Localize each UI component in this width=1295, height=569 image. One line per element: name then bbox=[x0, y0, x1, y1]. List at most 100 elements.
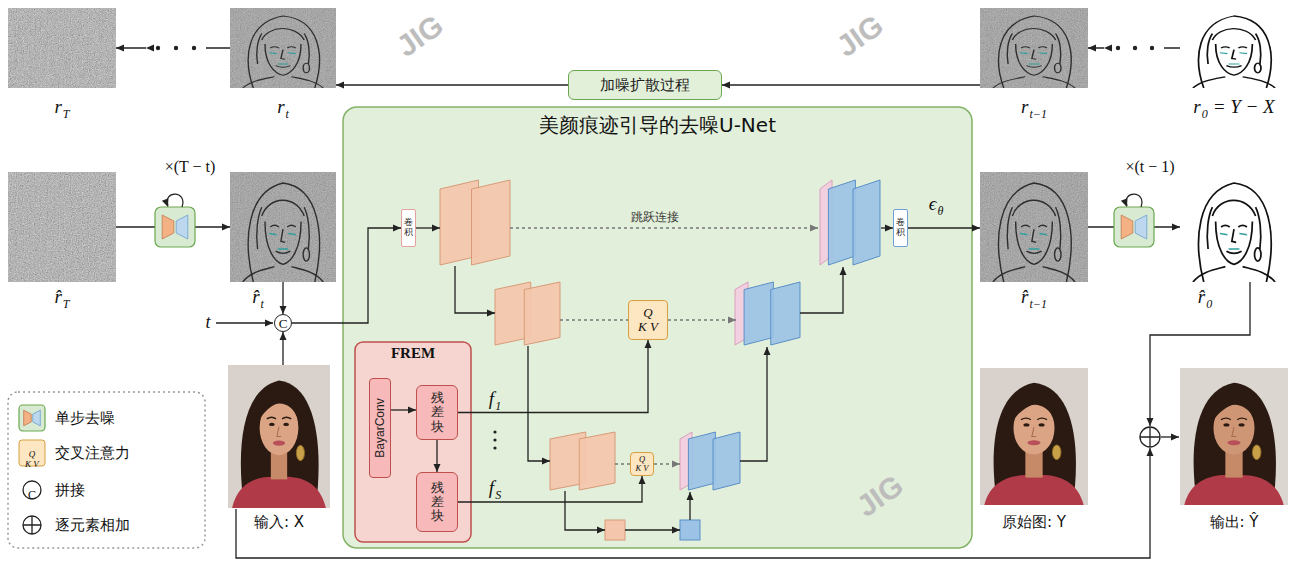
lips bbox=[273, 440, 285, 445]
feature-map bbox=[524, 282, 560, 345]
sketch-stroke bbox=[1021, 47, 1030, 48]
label-holder: Q bbox=[29, 442, 36, 461]
label-holder: ×(T − t) bbox=[165, 157, 216, 176]
color-marks bbox=[1220, 234, 1247, 249]
brow bbox=[1221, 418, 1247, 420]
arrow-line bbox=[625, 529, 680, 530]
arrow-head bbox=[764, 347, 771, 355]
image-panel: rt bbox=[230, 8, 336, 122]
sketch-stroke bbox=[1232, 50, 1236, 60]
connector bbox=[722, 82, 980, 89]
arrow-head bbox=[1147, 448, 1154, 456]
sketch-stroke bbox=[1032, 50, 1036, 60]
legend-text: 交叉注意力 bbox=[55, 444, 130, 462]
arrow-head bbox=[432, 225, 440, 232]
photo-bg bbox=[228, 365, 330, 508]
picture bbox=[1180, 368, 1288, 505]
subscript: T bbox=[63, 297, 70, 311]
sketch-stroke bbox=[1193, 267, 1225, 282]
concat-circle: C bbox=[274, 314, 292, 332]
feature-map bbox=[771, 282, 800, 345]
arrow-head bbox=[639, 476, 646, 484]
subscript: 0 bbox=[1202, 107, 1208, 121]
image-caption: r̂t−1 bbox=[1021, 286, 1047, 309]
caption-text: r bbox=[277, 96, 284, 117]
module-title: FREM bbox=[355, 345, 471, 362]
picture bbox=[980, 172, 1088, 282]
image-caption: r̂0 bbox=[1198, 286, 1212, 309]
caption-text: 输入: X bbox=[254, 513, 304, 531]
sketch-stroke bbox=[1216, 222, 1253, 265]
picture bbox=[980, 8, 1088, 88]
mark bbox=[1220, 53, 1247, 64]
legend-item: 交叉注意力 bbox=[55, 444, 130, 462]
sketch-stroke bbox=[276, 66, 291, 68]
connector bbox=[434, 440, 441, 472]
sketch-bg bbox=[980, 172, 1088, 282]
conv-block: 残差块 bbox=[416, 472, 458, 532]
ellipsis-dot bbox=[192, 46, 196, 50]
sketch-stroke bbox=[1243, 267, 1275, 282]
sketch-stroke bbox=[270, 225, 278, 227]
arrow-head bbox=[972, 225, 980, 232]
sketch-stroke bbox=[243, 77, 275, 88]
decoder-shape bbox=[176, 215, 188, 239]
arrow-head bbox=[408, 407, 416, 414]
sketch-stroke bbox=[1012, 200, 1055, 216]
earring-outline bbox=[1055, 248, 1061, 261]
arrow-head bbox=[885, 225, 893, 232]
image-panel: r̂0 bbox=[1180, 172, 1288, 316]
caption-text: r̂ bbox=[1198, 286, 1205, 307]
image-caption: rt−1 bbox=[1021, 96, 1047, 119]
math-label: fS bbox=[489, 477, 501, 500]
connector bbox=[280, 282, 287, 314]
arrow-head bbox=[280, 306, 287, 314]
hair-fringe bbox=[1213, 395, 1254, 421]
arrow-head bbox=[687, 492, 694, 500]
dashed-line bbox=[668, 319, 736, 320]
sketch-stroke bbox=[287, 225, 295, 227]
denoise-icon bbox=[1114, 207, 1154, 247]
picture bbox=[8, 8, 116, 88]
picture bbox=[1180, 172, 1288, 282]
sketch-stroke bbox=[257, 34, 262, 64]
earring bbox=[1052, 445, 1061, 460]
face-outline bbox=[993, 16, 1075, 88]
sketch-stroke bbox=[1207, 34, 1212, 64]
arrow-head bbox=[1147, 418, 1154, 426]
image-caption: 原始图: Y bbox=[1002, 512, 1066, 531]
dashed-line bbox=[510, 227, 818, 228]
sketch-stroke bbox=[281, 229, 285, 242]
vertical-label: 残差块 bbox=[431, 481, 444, 524]
sketch-stroke bbox=[1256, 34, 1261, 64]
sketch-stroke bbox=[1056, 207, 1061, 249]
noise bbox=[980, 172, 1088, 282]
feature-map bbox=[828, 180, 855, 265]
picture bbox=[230, 8, 336, 88]
arrow-line bbox=[740, 347, 767, 461]
sketch-stroke bbox=[1226, 251, 1241, 253]
sketch-stroke bbox=[1012, 29, 1055, 40]
image-panel: r̂t bbox=[230, 172, 336, 316]
ellipsis-dot bbox=[1133, 46, 1137, 50]
encoder-shape bbox=[1121, 215, 1133, 239]
label-holder: K V bbox=[25, 452, 39, 471]
sketch-stroke bbox=[1256, 207, 1261, 249]
sketch-stroke bbox=[257, 207, 262, 249]
math-symbol: t bbox=[205, 312, 210, 332]
line-bg bbox=[1180, 172, 1288, 282]
feature-map bbox=[853, 180, 880, 265]
nose bbox=[1232, 427, 1236, 436]
sketch-stroke bbox=[1056, 34, 1061, 64]
arrow-head bbox=[280, 332, 287, 340]
photo-bg bbox=[1180, 368, 1288, 505]
sketch-bg bbox=[980, 8, 1088, 88]
sketch-stroke bbox=[287, 47, 295, 48]
math-symbol: ϵ bbox=[929, 193, 937, 214]
connector bbox=[458, 476, 646, 502]
conv-block: 卷积 bbox=[893, 209, 908, 247]
sketch-stroke bbox=[243, 267, 275, 282]
gap-patch bbox=[1104, 41, 1164, 55]
unet-panel-fill bbox=[343, 107, 972, 548]
attention-symbol: K V bbox=[638, 320, 658, 334]
